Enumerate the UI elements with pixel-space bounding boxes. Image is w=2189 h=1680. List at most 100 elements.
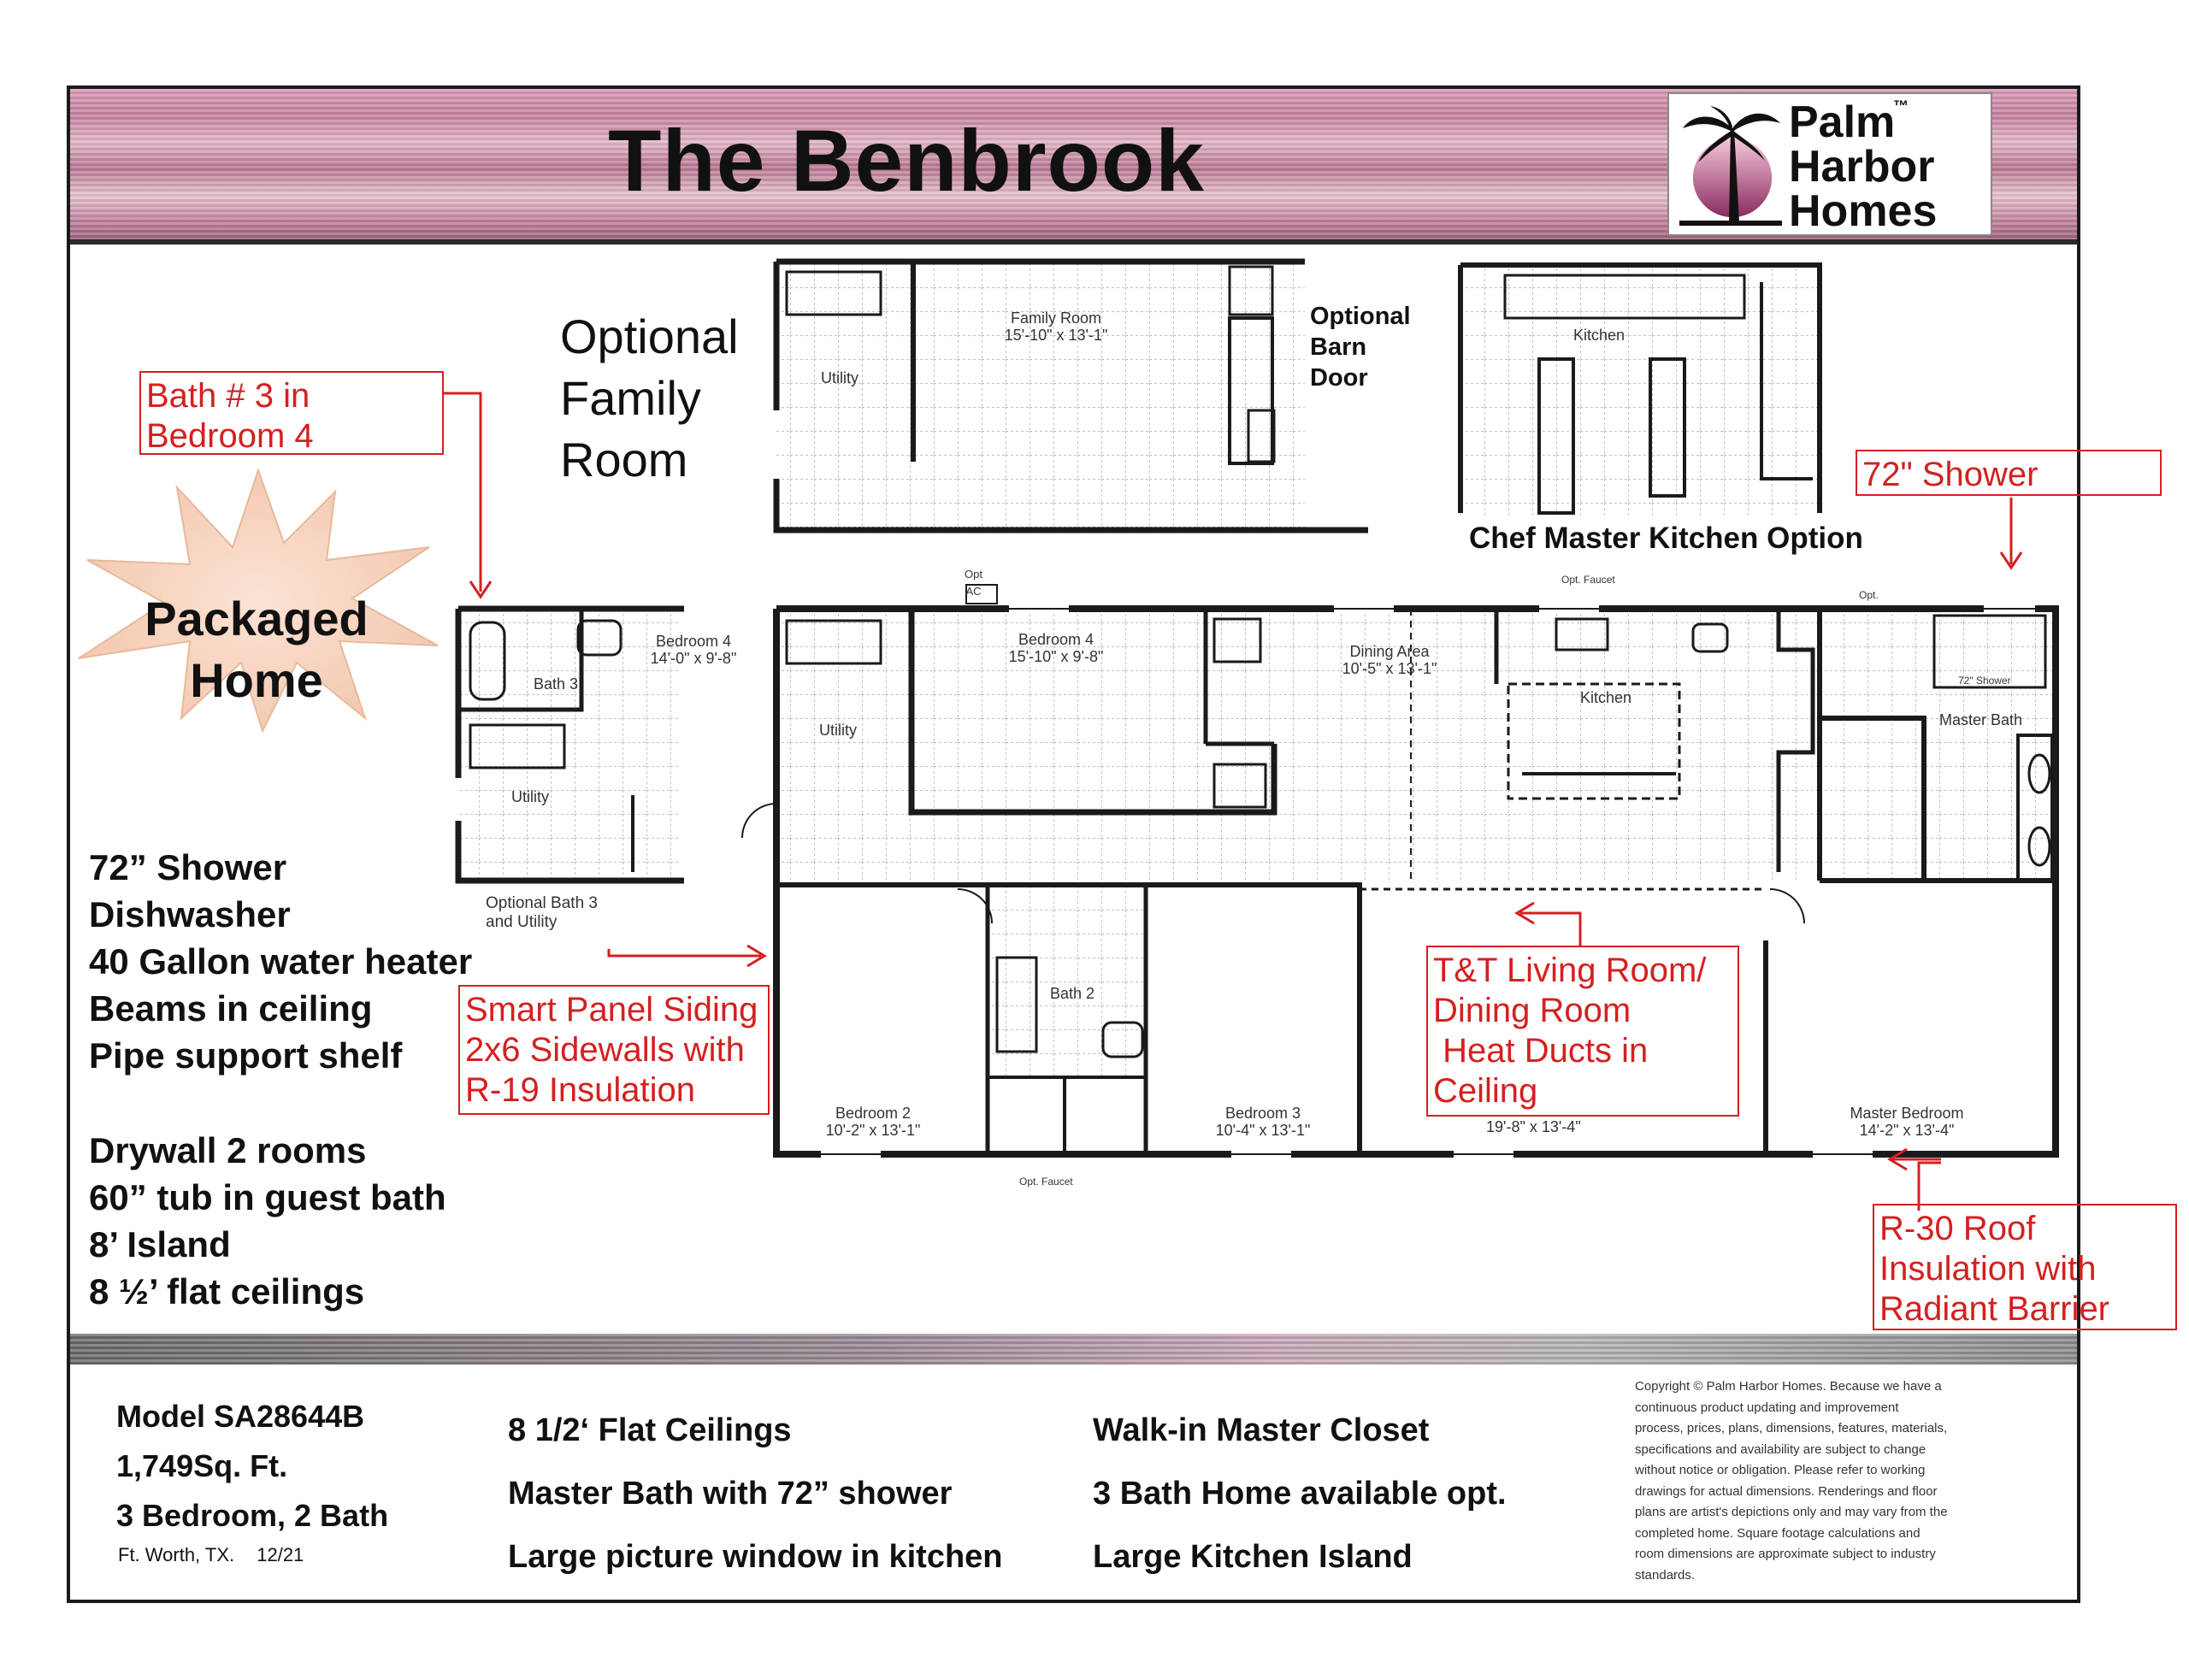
feature-item: Beams in ceiling <box>89 988 373 1029</box>
room-utility: Utility <box>819 722 857 739</box>
room-dims: 10'-2" x 13'-1" <box>825 1122 921 1139</box>
label-line: AC <box>965 585 982 598</box>
chef-kitchen-label: Chef Master Kitchen Option <box>1469 522 1863 555</box>
room-dims: 10'-5" x 13'-1" <box>1342 660 1437 677</box>
opt-label: Opt. <box>1859 589 1879 601</box>
footer-band <box>70 1334 2077 1365</box>
callout-line: Bath # 3 in <box>146 377 310 415</box>
callout-line: Ceiling <box>1433 1072 1538 1110</box>
logo-word-palm: Palm <box>1789 97 1896 147</box>
room-bedroom3: Bedroom 3 10'-4" x 13'-1" <box>1207 1105 1319 1139</box>
bed-bath: 3 Bedroom, 2 Bath <box>116 1498 389 1533</box>
square-feet: 1,749Sq. Ft. <box>116 1448 288 1483</box>
optional-bath3-label: Optional Bath 3 and Utility <box>486 894 598 932</box>
footer-item: 8 1/2‘ Flat Ceilings <box>508 1412 792 1448</box>
room-name: Master Bedroom <box>1850 1105 1964 1122</box>
callout-siding: Smart Panel Siding 2x6 Sidewalls with R-… <box>458 985 770 1115</box>
callout-line: R-19 Insulation <box>465 1071 696 1109</box>
packaged-home-starburst <box>78 467 439 734</box>
callout-line: 72" Shower <box>1862 456 2039 493</box>
callout-line: R-30 Roof <box>1879 1210 2036 1247</box>
opt-faucet-label: Opt. Faucet <box>1561 574 1615 586</box>
label-line: Opt <box>965 568 982 581</box>
copyright-line: drawings for actual dimensions. Renderin… <box>1635 1483 1938 1499</box>
room-living-dims: 19'-8" x 13'-4" <box>1486 1118 1581 1135</box>
optional-family-room-label: Optional Family Room <box>560 306 739 491</box>
footer-item: Walk-in Master Closet <box>1093 1412 1430 1448</box>
feature-item: Drywall 2 rooms <box>89 1130 367 1170</box>
callout-roof: R-30 Roof Insulation with Radiant Barrie… <box>1873 1204 2177 1330</box>
copyright-line: continuous product updating and improvem… <box>1635 1400 1899 1415</box>
room-utility-b3: Utility <box>511 788 549 805</box>
feature-list-1: 72” Shower Dishwasher 40 Gallon water he… <box>89 844 472 1079</box>
opt-ac-label: Opt AC <box>965 566 982 600</box>
room-utility-opt: Utility <box>821 369 858 386</box>
callout-bath3: Bath # 3 in Bedroom 4 <box>139 371 444 455</box>
label-line: Optional <box>560 309 739 363</box>
room-bath2: Bath 2 <box>1050 985 1095 1002</box>
room-bath3: Bath 3 <box>534 675 579 693</box>
callout-72-shower: 72" Shower <box>1856 450 2162 496</box>
room-name: Bedroom 4 <box>1018 631 1094 648</box>
copyright-line: process, prices, plans, dimensions, feat… <box>1635 1421 1948 1435</box>
copyright-line: standards. <box>1635 1567 1696 1583</box>
room-bedroom4: Bedroom 4 15'-10" x 9'-8" <box>1000 631 1112 665</box>
palm-tree-icon <box>1679 106 1782 226</box>
feature-item: Dishwasher <box>89 894 291 934</box>
feature-item: 40 Gallon water heater <box>89 941 473 981</box>
copyright-line: room dimensions are approximate subject … <box>1635 1547 1936 1561</box>
room-dims: 14'-0" x 9'-8" <box>650 650 737 667</box>
copyright-notice: Copyright © Palm Harbor Homes. Because w… <box>1635 1376 2062 1586</box>
label-line: Door <box>1310 364 1368 392</box>
location: Ft. Worth, TX. <box>118 1544 235 1565</box>
label-line: Barn <box>1310 333 1367 361</box>
copyright-line: without notice or obligation. Please ref… <box>1635 1463 1926 1477</box>
room-72-shower: 72" Shower <box>1958 675 2011 687</box>
footer-model-block: Model SA28644B 1,749Sq. Ft. 3 Bedroom, 2… <box>116 1392 388 1541</box>
trademark-mark: ™ <box>1893 97 1909 115</box>
room-bedroom2: Bedroom 2 10'-2" x 13'-1" <box>817 1105 929 1139</box>
palm-harbor-logo: Palm ™ Harbor Homes <box>1667 92 1992 236</box>
callout-line: Smart Panel Siding <box>465 991 758 1029</box>
footer-location: Ft. Worth, TX. 12/21 <box>118 1544 304 1566</box>
footer-item: Large picture window in kitchen <box>508 1539 1003 1575</box>
room-name: Bedroom 4 <box>655 633 732 650</box>
label-line: and Utility <box>486 913 558 931</box>
feature-list-2: Drywall 2 rooms 60” tub in guest bath 8’… <box>89 1127 446 1315</box>
copyright-line: plans are artist's depictions only and m… <box>1635 1505 1948 1519</box>
room-master-bedroom: Master Bedroom 14'-2" x 13'-4" <box>1838 1105 1975 1139</box>
feature-item: 8 ½’ flat ceilings <box>89 1271 365 1312</box>
feature-item: 72” Shower <box>89 847 287 887</box>
room-master-bath: Master Bath <box>1939 711 2023 728</box>
copyright-line: specifications and availability are subj… <box>1635 1441 1926 1457</box>
room-name: Bedroom 2 <box>835 1105 912 1122</box>
logo-word-homes: Homes <box>1789 186 1938 236</box>
label-line: Packaged <box>145 592 369 645</box>
room-dining: Dining Area 10'-5" x 13'-1" <box>1334 643 1445 677</box>
opt-faucet-label-2: Opt. Faucet <box>1019 1176 1073 1188</box>
room-name: Dining Area <box>1349 643 1430 660</box>
footer-col2: 8 1/2‘ Flat Ceilings Master Bath with 72… <box>508 1399 1003 1589</box>
copyright-line: Copyright © Palm Harbor Homes. Because w… <box>1635 1379 1942 1394</box>
copyright-line: completed home. Square footage calculati… <box>1635 1525 1921 1541</box>
callout-line: Bedroom 4 <box>146 417 314 455</box>
room-kitchen: Kitchen <box>1580 689 1632 706</box>
feature-item: 8’ Island <box>89 1224 231 1264</box>
label-line: Room <box>560 433 688 486</box>
callout-line: Insulation with <box>1879 1250 2097 1288</box>
room-kitchen-opt: Kitchen <box>1573 327 1626 344</box>
room-name: Family Room <box>1010 309 1101 327</box>
label-line: Family <box>560 371 701 425</box>
callout-line: T&T Living Room/ <box>1433 952 1707 989</box>
header-rule <box>70 239 2077 245</box>
date: 12/21 <box>257 1544 304 1565</box>
footer-item: 3 Bath Home available opt. <box>1093 1476 1507 1512</box>
room-family: Family Room 15'-10" x 13'-1" <box>1000 309 1112 344</box>
room-dims: 15'-10" x 9'-8" <box>1008 648 1104 665</box>
optional-barn-door-label: Optional Barn Door <box>1310 301 1411 393</box>
room-name: Bedroom 3 <box>1224 1105 1301 1122</box>
callout-line: Dining Room <box>1433 992 1631 1029</box>
room-bedroom4-opt: Bedroom 4 14'-0" x 9'-8" <box>646 633 740 667</box>
footer-col3: Walk-in Master Closet 3 Bath Home availa… <box>1093 1399 1507 1589</box>
page-frame <box>67 85 2080 1603</box>
